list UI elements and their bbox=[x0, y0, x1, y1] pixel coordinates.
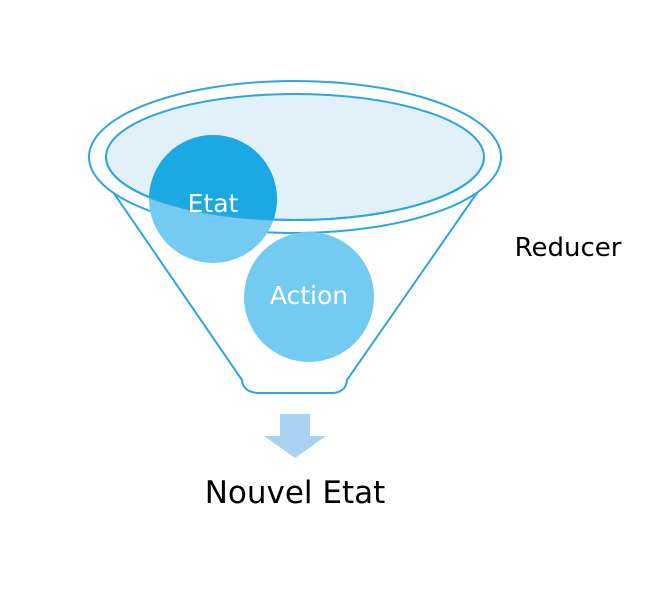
funnel-mouth-edge bbox=[105, 156, 485, 221]
reducer-label: Reducer bbox=[515, 233, 622, 263]
state-label: Etat bbox=[188, 189, 239, 218]
state-circle-overlap bbox=[149, 135, 277, 220]
down-arrow-icon bbox=[264, 414, 326, 458]
result-label: Nouvel Etat bbox=[205, 475, 386, 511]
action-label: Action bbox=[270, 281, 348, 310]
action-circle bbox=[244, 232, 374, 362]
